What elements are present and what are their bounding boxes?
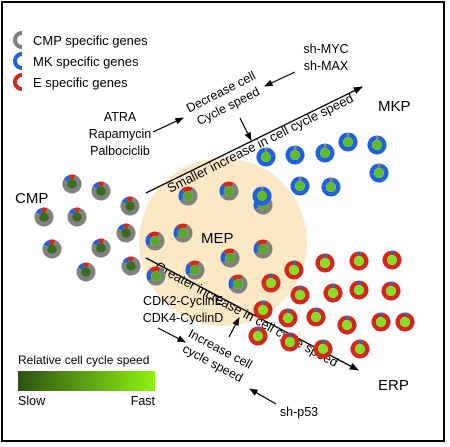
erp-cell [382, 250, 402, 270]
erp-population-label: ERP [378, 377, 409, 394]
legend: CMP specific genes MK specific genes E s… [13, 31, 148, 91]
mkp-cell [256, 147, 276, 167]
drug-atra-label: ATRA [104, 110, 137, 124]
knockdown-p53-label: sh-p53 [280, 405, 318, 419]
erp-cell [313, 339, 333, 359]
erp-cell [371, 312, 391, 332]
e-legend-label: E specific genes [33, 75, 128, 90]
mk-legend-label: MK specific genes [33, 54, 139, 69]
cmp-cell [116, 223, 136, 243]
cmp-population-label: CMP [15, 190, 48, 207]
erp-cell [349, 280, 369, 300]
mkp-population-label: MKP [378, 98, 411, 115]
cyclin-to-increase-arrow [157, 327, 186, 343]
erp-cell [290, 285, 310, 305]
erp-cell [395, 312, 415, 332]
erp-cell [381, 281, 401, 301]
cmp-cell [91, 181, 111, 201]
erp-cell [337, 315, 357, 335]
erp-cell [278, 308, 298, 328]
drug-rapamycin-label: Rapamycin [89, 127, 152, 141]
speed-gradient-bar [18, 371, 155, 391]
cmp-cell [34, 207, 54, 227]
cmp-to-mkp-arrow [145, 86, 363, 194]
cmp-legend-label: CMP specific genes [33, 33, 148, 48]
mkp-cell [367, 135, 387, 155]
mkp-cell [285, 145, 305, 165]
erp-cell [261, 273, 281, 293]
slow-label: Slow [18, 394, 46, 408]
cmp-cell [62, 174, 82, 194]
mkp-cell [315, 143, 335, 163]
mep-cell [228, 274, 248, 294]
mkp-cell [252, 186, 272, 206]
cmp-cell [67, 207, 87, 227]
mep-cell [220, 248, 240, 268]
erp-cell [306, 307, 326, 327]
knockdown-to-decrease-arrow [264, 71, 296, 87]
erp-cell [253, 300, 273, 320]
mep-cell [178, 186, 198, 206]
increase-to-path-arrow [228, 317, 240, 338]
speed-scale-title: Relative cell cycle speed [18, 353, 149, 367]
mep-cell [173, 223, 193, 243]
cyclin-d-label: CDK4-CyclinD [143, 311, 224, 325]
cyclin-e-label: CDK2-CyclinE [143, 294, 223, 308]
cells-layer [34, 132, 415, 359]
erp-cell [284, 260, 304, 280]
erp-cell [323, 283, 343, 303]
cmp-cell [76, 262, 96, 282]
erp-cell [350, 339, 370, 359]
knockdown-to-increase-arrow [249, 388, 277, 405]
erp-cell [280, 332, 300, 352]
drug-to-decrease-arrow [152, 117, 184, 133]
knockdown-max-label: sh-MAX [304, 59, 349, 73]
cmp-legend-icon [13, 31, 23, 49]
mkp-cell [369, 163, 389, 183]
erp-cell [248, 326, 268, 346]
fast-label: Fast [131, 394, 156, 408]
mep-cell [185, 260, 205, 280]
mep-cell [219, 181, 239, 201]
mep-cell [146, 266, 166, 286]
e-legend-icon [13, 73, 23, 91]
erp-cell [315, 253, 335, 273]
drug-palbociclib-label: Palbociclib [90, 144, 150, 158]
mkp-cell [321, 177, 341, 197]
erp-cell [349, 251, 369, 271]
cmp-cell [91, 238, 111, 258]
cmp-cell [121, 256, 141, 276]
mep-population-label: MEP [201, 230, 234, 247]
knockdown-myc-label: sh-MYC [303, 42, 348, 56]
mep-cell [145, 231, 165, 251]
mk-legend-icon [13, 52, 23, 70]
decrease-to-path-arrow [239, 117, 252, 141]
mkp-cell [290, 176, 310, 196]
mep-cell [253, 239, 273, 259]
cmp-cell [42, 239, 62, 259]
mkp-cell [338, 132, 358, 152]
cmp-cell [120, 196, 140, 216]
